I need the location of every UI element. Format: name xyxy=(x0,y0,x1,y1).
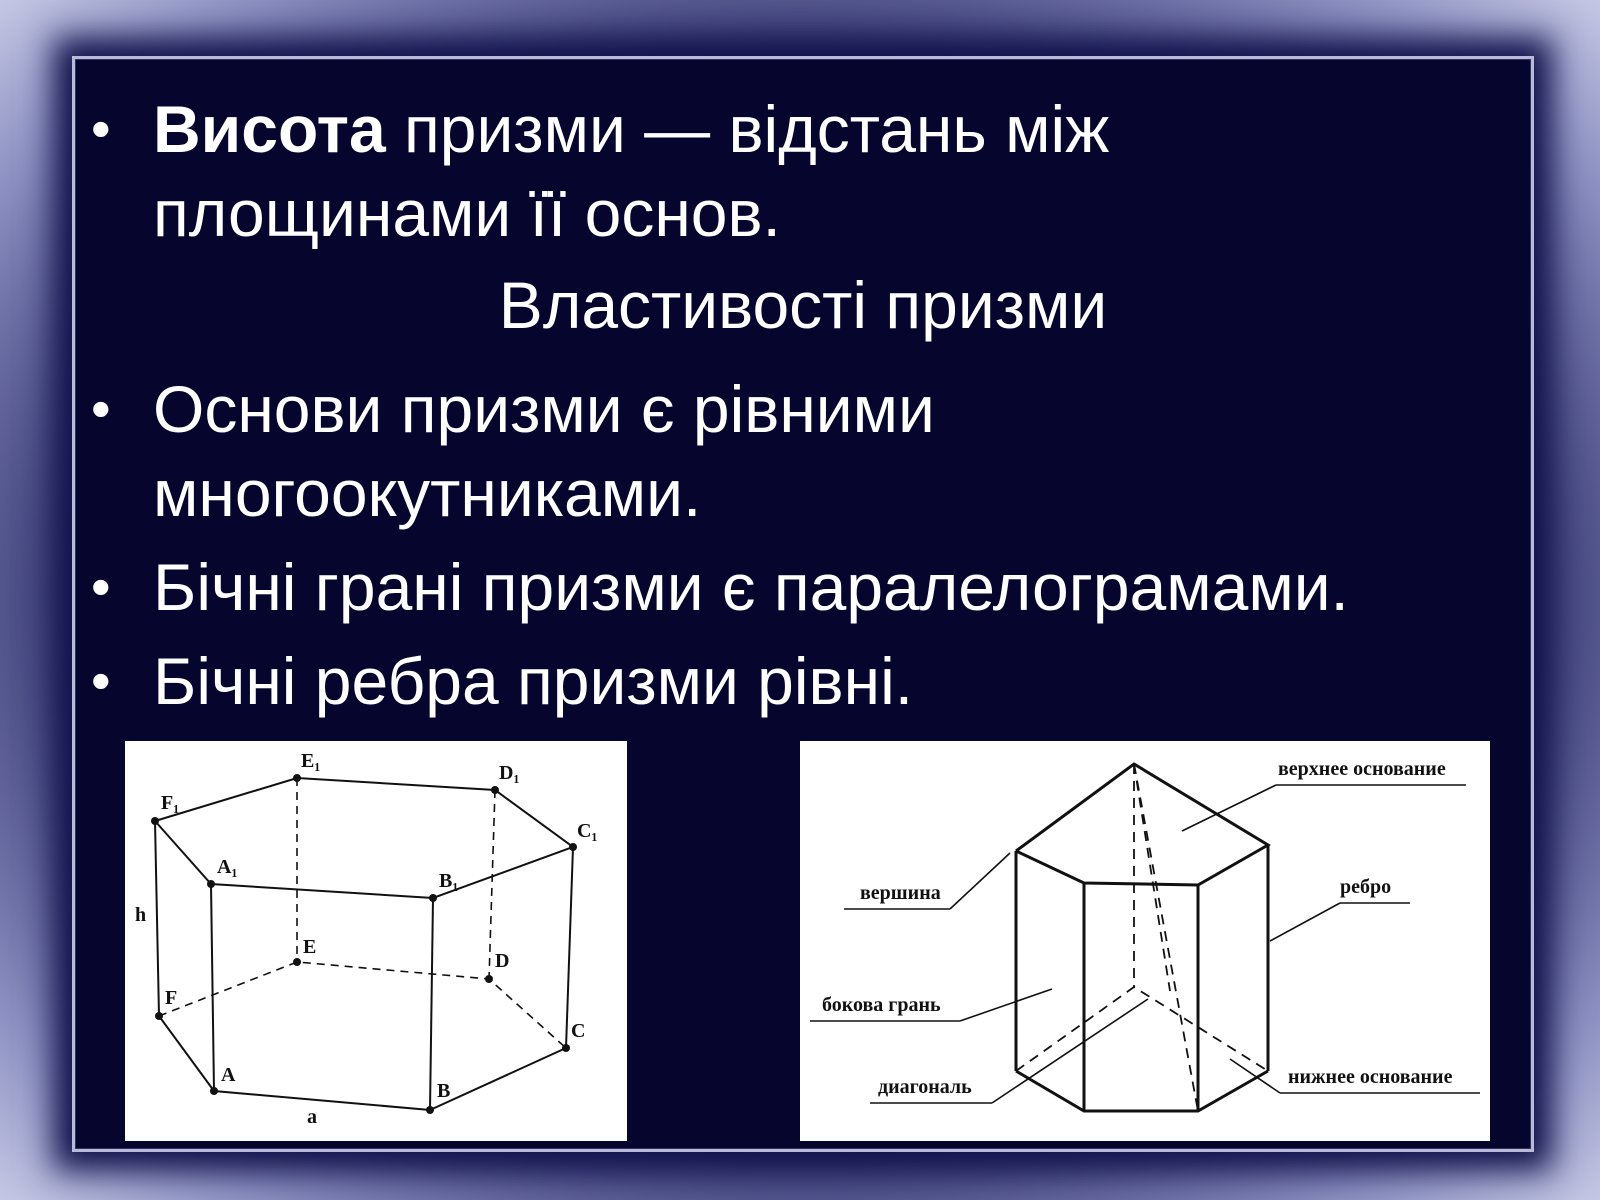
label-vertex: вершина xyxy=(860,882,941,904)
label-C1: C₁ xyxy=(577,820,597,842)
label-bottom-base: нижнее основание xyxy=(1288,1066,1453,1088)
label-h: h xyxy=(135,904,146,926)
label-C: C xyxy=(571,1020,585,1042)
label-D1: D₁ xyxy=(499,762,519,784)
subtitle-properties: Властивості призми xyxy=(498,268,1108,342)
label-a: a xyxy=(307,1106,317,1128)
bullet-lateral-faces: Бічні грані призми є паралелограмами. xyxy=(153,550,1349,624)
label-F1: F₁ xyxy=(161,792,179,814)
bullet-marker: • xyxy=(91,97,111,160)
label-edge: ребро xyxy=(1340,876,1391,898)
bullet-height-line-2: площинами її основ. xyxy=(153,176,781,250)
label-lateral-face: бокова грань xyxy=(822,994,941,1016)
term-height: Висота xyxy=(153,92,386,166)
label-top-base: верхнее основание xyxy=(1278,758,1446,780)
bullet-marker: • xyxy=(91,649,111,712)
bullet-height-text: призми — відстань між xyxy=(385,92,1110,166)
label-A1: A₁ xyxy=(217,856,237,878)
pentagonal-prism-diagram: верхнее основание вершина ребро бокова г… xyxy=(810,758,1480,1113)
label-B1: B₁ xyxy=(439,870,458,892)
bullet-bases-line-1: Основи призми є рівними xyxy=(153,372,935,446)
label-diagonal: диагональ xyxy=(878,1076,972,1098)
label-F: F xyxy=(165,987,177,1009)
bullet-lateral-edges: Бічні ребра призми рівні. xyxy=(153,644,914,718)
label-E: E xyxy=(303,936,316,958)
slide-canvas: • Висота призми — відстань між площинами… xyxy=(72,56,1534,1152)
bullet-bases-line-2: многоокутниками. xyxy=(153,456,702,530)
label-B: B xyxy=(437,1080,450,1102)
label-D: D xyxy=(495,950,509,972)
label-A: A xyxy=(221,1064,236,1086)
bullet-height-line-1: Висота призми — відстань між xyxy=(153,91,1109,167)
bullet-marker: • xyxy=(91,377,111,440)
hexagonal-prism-figure: E₁ D₁ F₁ C₁ A₁ B₁ h E D F C A B a xyxy=(125,741,627,1141)
pentagonal-prism-figure: верхнее основание вершина ребро бокова г… xyxy=(800,741,1490,1141)
hexagonal-prism-diagram: E₁ D₁ F₁ C₁ A₁ B₁ h E D F C A B a xyxy=(135,750,597,1128)
label-E1: E₁ xyxy=(301,750,320,772)
bullet-marker: • xyxy=(91,555,111,618)
